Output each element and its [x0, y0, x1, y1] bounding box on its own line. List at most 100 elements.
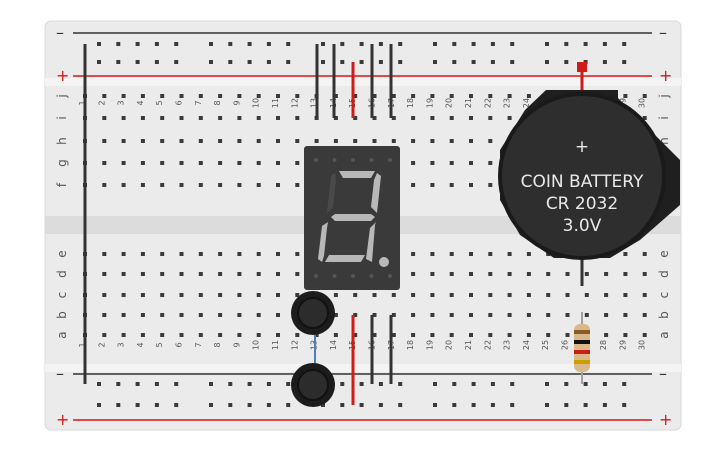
terminal-hole	[449, 94, 454, 98]
terminal-hole	[276, 94, 280, 98]
rail-hole	[622, 403, 627, 407]
terminal-hole	[140, 293, 145, 297]
rail-hole	[135, 60, 140, 64]
terminal-hole	[256, 252, 261, 256]
terminal-hole	[623, 333, 628, 337]
terminal-hole	[276, 252, 280, 256]
terminal-hole	[353, 333, 358, 337]
rail-sign-plus-left: +	[56, 410, 69, 429]
coin-battery	[498, 92, 666, 260]
terminal-hole	[584, 272, 589, 276]
terminal-hole	[430, 116, 435, 120]
rail-hole	[228, 403, 233, 407]
terminal-hole	[469, 139, 473, 143]
rail-hole	[247, 403, 252, 407]
terminal-hole	[642, 333, 647, 337]
terminal-hole	[526, 313, 531, 317]
terminal-hole	[140, 94, 145, 98]
rail-hole	[266, 403, 271, 407]
segment-g	[331, 214, 375, 221]
terminal-hole	[179, 161, 184, 165]
terminal-hole	[121, 333, 126, 337]
column-number-top: 11	[271, 98, 280, 108]
rail-hole	[247, 42, 252, 46]
rail-hole	[378, 403, 383, 407]
column-number-top: 23	[503, 98, 512, 108]
terminal-hole	[276, 161, 280, 165]
rail-hole	[545, 42, 549, 46]
terminal-hole	[372, 139, 377, 143]
rail-hole	[545, 60, 549, 64]
pushbutton-cap	[297, 369, 329, 401]
terminal-hole	[642, 94, 647, 98]
terminal-hole	[430, 139, 435, 143]
column-number-bottom: 2	[97, 342, 106, 347]
terminal-hole	[121, 94, 126, 98]
terminal-hole	[507, 252, 512, 256]
rail-sign-plus-right: +	[659, 66, 672, 85]
terminal-hole	[333, 139, 338, 143]
terminal-hole	[256, 272, 261, 276]
column-number-top: 22	[483, 98, 492, 108]
terminal-hole	[256, 313, 261, 317]
column-number-bottom: 26	[561, 340, 570, 350]
terminal-hole	[623, 293, 628, 297]
rail-hole	[209, 60, 213, 64]
terminal-hole	[218, 252, 223, 256]
terminal-hole	[276, 313, 280, 317]
row-label-left: b	[55, 311, 69, 319]
rail-hole	[154, 60, 159, 64]
rail-hole	[433, 60, 437, 64]
rail-hole	[545, 382, 549, 386]
rail-hole	[452, 42, 457, 46]
column-number-bottom: 28	[599, 340, 608, 350]
row-label-right: i	[657, 116, 671, 119]
rail-hole	[583, 382, 588, 386]
terminal-hole	[160, 183, 165, 187]
rail-hole	[359, 42, 364, 46]
terminal-hole	[237, 116, 242, 120]
terminal-hole	[295, 94, 300, 98]
column-number-bottom: 30	[638, 340, 647, 350]
rail-hole	[209, 403, 213, 407]
rail-hole	[228, 382, 233, 386]
terminal-hole	[160, 333, 165, 337]
terminal-hole	[411, 313, 416, 317]
battery-plus-symbol: +	[575, 137, 589, 157]
column-number-top: 10	[252, 98, 261, 108]
terminal-hole	[218, 116, 223, 120]
rail-hole	[266, 382, 271, 386]
terminal-hole	[295, 161, 300, 165]
terminal-hole	[353, 116, 358, 120]
column-number-top: 24	[522, 98, 531, 108]
rail-hole	[490, 60, 495, 64]
terminal-hole	[430, 252, 435, 256]
column-number-bottom: 29	[618, 340, 627, 350]
terminal-hole	[353, 94, 358, 98]
terminal-hole	[430, 94, 435, 98]
terminal-hole	[256, 183, 261, 187]
row-label-right: a	[657, 331, 671, 338]
terminal-hole	[469, 252, 473, 256]
column-number-bottom: 24	[522, 340, 531, 350]
battery-lead-tip	[577, 62, 587, 72]
terminal-hole	[160, 293, 165, 297]
terminal-hole	[488, 272, 493, 276]
rail-hole	[510, 382, 515, 386]
terminal-hole	[333, 293, 338, 297]
terminal-hole	[121, 139, 126, 143]
display-pin	[388, 158, 392, 162]
rail-hole	[602, 403, 607, 407]
rail-hole	[286, 403, 291, 407]
segment-f	[327, 173, 336, 213]
rail-hole	[490, 403, 495, 407]
rail-hole	[174, 403, 179, 407]
terminal-hole	[237, 161, 242, 165]
terminal-hole	[314, 333, 319, 337]
terminal-hole	[469, 333, 473, 337]
terminal-hole	[160, 252, 165, 256]
rail-hole	[564, 42, 569, 46]
column-number-top: 1	[78, 100, 87, 105]
terminal-hole	[218, 183, 223, 187]
terminal-hole	[102, 333, 107, 337]
